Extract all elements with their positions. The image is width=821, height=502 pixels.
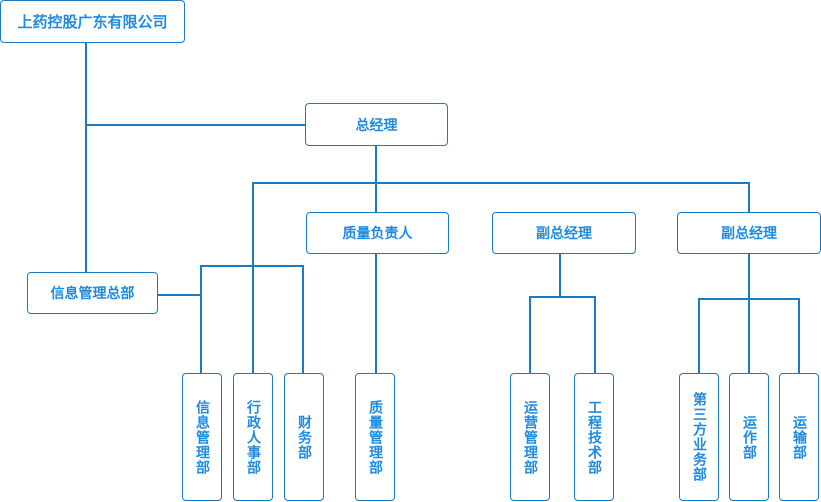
node-general-manager[interactable]: 总经理 [305,103,448,146]
node-label: 总经理 [355,117,398,134]
connector [748,253,750,373]
node-label: 信息管理总部 [50,286,135,302]
node-root[interactable]: 上药控股广东有限公司 [0,0,185,43]
node-third-party[interactable]: 第三方业务部 [679,373,719,501]
connector [698,298,799,300]
node-label: 第三方业务部 [691,392,707,482]
connector [157,294,201,296]
connector [375,253,377,373]
node-label: 质量管理部 [367,399,383,475]
node-vp-2[interactable]: 副总经理 [677,212,821,254]
node-label: 运输部 [791,414,807,460]
node-transport[interactable]: 运输部 [779,373,819,501]
connector [302,265,304,373]
connector [529,296,595,298]
node-info-hq[interactable]: 信息管理总部 [27,272,158,314]
connector [559,253,561,296]
connector [748,182,750,212]
node-label: 副总经理 [721,226,777,242]
node-quality-lead[interactable]: 质量负责人 [306,212,449,254]
node-label: 工程技术部 [586,399,602,475]
connector [200,265,202,373]
node-admin-hr[interactable]: 行政人事部 [233,373,273,501]
connector [698,298,700,373]
connector [375,145,377,212]
node-label: 上药控股广东有限公司 [17,13,168,31]
node-label: 财务部 [296,414,312,460]
connector [798,298,800,373]
node-label: 运作部 [741,414,757,460]
node-label: 行政人事部 [245,399,261,475]
connector [85,42,87,272]
node-vp-1[interactable]: 副总经理 [492,212,636,254]
connector [529,296,531,373]
node-label: 质量负责人 [342,226,413,242]
node-label: 信息管理部 [194,399,210,475]
node-label: 副总经理 [536,226,592,242]
connector [200,265,303,267]
connector [252,182,749,184]
node-quality-mgmt[interactable]: 质量管理部 [355,373,395,501]
node-finance[interactable]: 财务部 [284,373,324,501]
node-operations[interactable]: 运作部 [729,373,769,501]
node-engineering[interactable]: 工程技术部 [574,373,614,501]
node-ops-mgmt[interactable]: 运营管理部 [510,373,550,501]
connector [85,124,305,126]
node-label: 运营管理部 [522,399,538,475]
node-info-mgmt[interactable]: 信息管理部 [182,373,222,501]
connector [252,182,254,373]
connector [594,296,596,373]
